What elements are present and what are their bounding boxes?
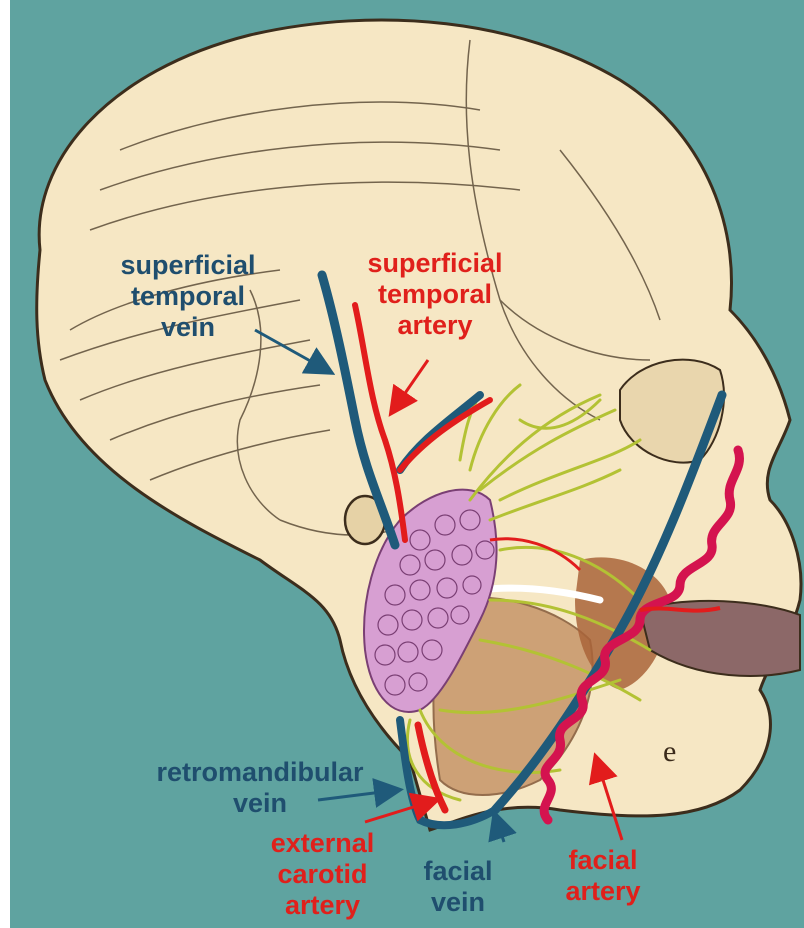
label-line: facial [408, 856, 508, 887]
label-facial-artery: facial artery [548, 845, 658, 907]
label-line: vein [408, 887, 508, 918]
label-line: temporal [108, 281, 268, 312]
label-line: artery [548, 876, 658, 907]
label-line: facial [548, 845, 658, 876]
label-line: vein [135, 788, 385, 819]
label-line: artery [255, 890, 390, 921]
label-superficial-temporal-artery: superficial temporal artery [355, 248, 515, 341]
facial-artery-labial-branch [640, 608, 720, 611]
label-line: external [255, 828, 390, 859]
label-line: carotid [255, 859, 390, 890]
label-line: temporal [355, 279, 515, 310]
label-superficial-temporal-vein: superficial temporal vein [108, 250, 268, 343]
label-line: vein [108, 312, 268, 343]
label-line: superficial [355, 248, 515, 279]
label-line: superficial [108, 250, 268, 281]
label-external-carotid-artery: external carotid artery [255, 828, 390, 921]
label-retromandibular-vein: retromandibular vein [135, 757, 385, 819]
skull-letter-e: e [663, 735, 676, 769]
label-line: artery [355, 310, 515, 341]
label-line: retromandibular [135, 757, 385, 788]
left-border [0, 0, 10, 928]
label-facial-vein: facial vein [408, 856, 508, 918]
